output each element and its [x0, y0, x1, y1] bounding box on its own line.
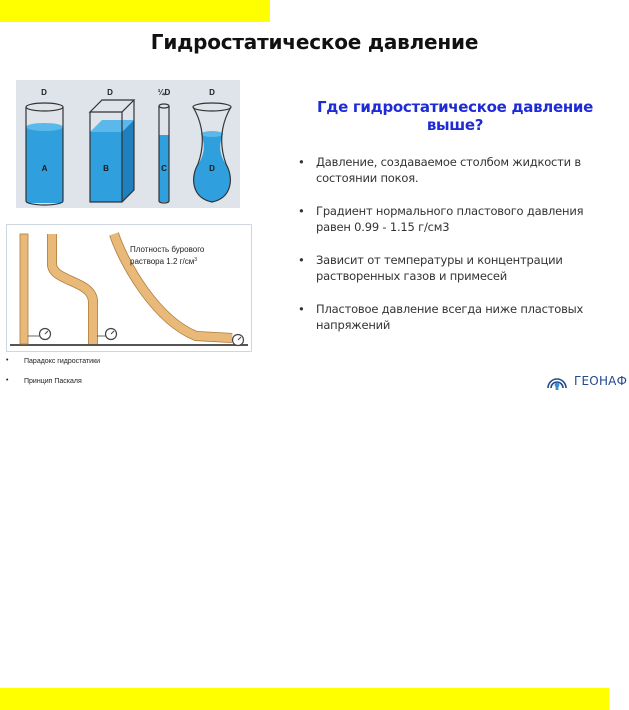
vessel-label-top-b: D	[107, 88, 113, 97]
vessels-figure: D D ¼D D A B C D	[16, 80, 240, 208]
vessel-label-top-c: ¼D	[158, 88, 171, 97]
pipes-figure: Плотность бурового раствора 1.2 г/см3	[6, 224, 252, 352]
gauge-icon	[28, 327, 52, 341]
vessel-c	[158, 103, 170, 204]
question-heading: Где гидростатическое давление выше?	[317, 98, 593, 134]
figure-captions: Парадокс гидростатики Принцип Паскаля	[6, 357, 100, 398]
bullet-item: Зависит от температуры и концентрации ра…	[298, 252, 618, 284]
top-highlight-bar	[0, 0, 270, 22]
mud-density-label-line2: раствора 1.2 г/см3	[130, 257, 197, 266]
gauge-icon	[231, 333, 245, 347]
gauge-icon	[97, 327, 118, 341]
vessel-label-top-d: D	[209, 88, 215, 97]
vessel-label-top-a: D	[41, 88, 47, 97]
caption-pascal-principle: Принцип Паскаля	[6, 377, 100, 385]
vessel-b	[88, 99, 136, 203]
vessel-label-inner-c: C	[161, 164, 167, 173]
vessel-a	[25, 102, 64, 206]
vessel-label-inner-b: B	[103, 164, 109, 173]
bullet-item: Давление, создаваемое столбом жидкости в…	[298, 154, 618, 186]
logo-text: ГЕОНАФ	[574, 374, 628, 388]
vessel-label-inner-d: D	[209, 164, 215, 173]
bottom-highlight-bar	[0, 688, 609, 710]
vessel-d	[192, 102, 232, 203]
pipe-vertical	[19, 233, 29, 345]
pipe-bent	[47, 234, 98, 344]
geonaf-logo-icon	[547, 378, 567, 390]
pipe-horizontal	[109, 232, 233, 343]
page-title: Гидростатическое давление	[150, 30, 479, 54]
caption-hydrostatic-paradox: Парадокс гидростатики	[6, 357, 100, 365]
bullet-item: Пластовое давление всегда ниже пластовых…	[298, 301, 618, 333]
company-logo: ГЕОНАФ	[546, 372, 629, 390]
mud-density-label-line1: Плотность бурового	[130, 245, 205, 254]
vessel-label-inner-a: A	[42, 164, 48, 173]
bullet-item: Градиент нормального пластового давления…	[298, 203, 618, 235]
bullet-list: Давление, создаваемое столбом жидкости в…	[298, 154, 618, 350]
